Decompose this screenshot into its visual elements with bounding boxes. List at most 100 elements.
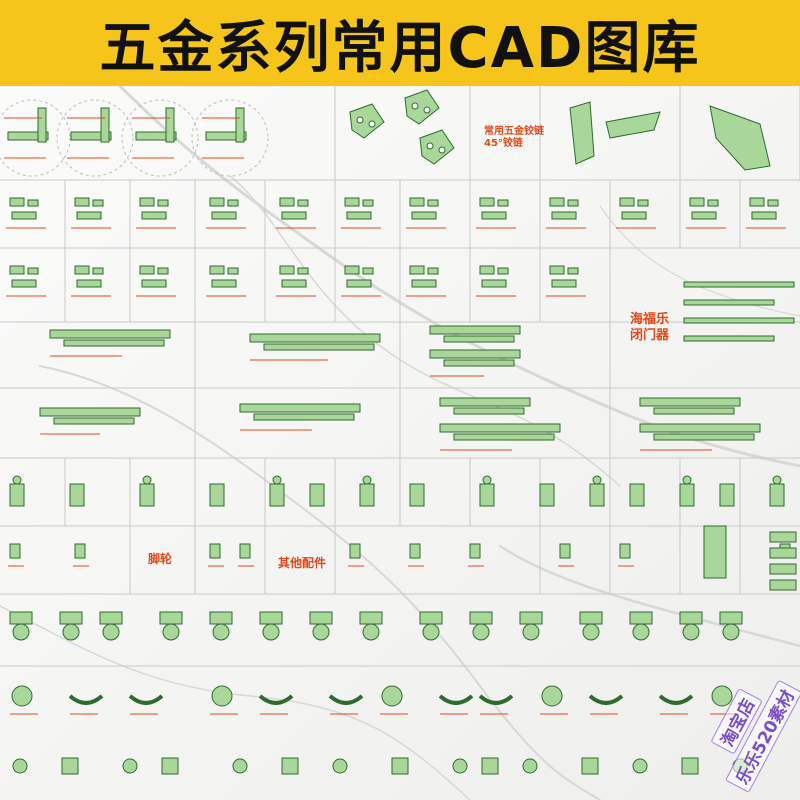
fitting bbox=[559, 543, 571, 559]
drawer-slide bbox=[53, 417, 135, 425]
small-hardware bbox=[297, 267, 309, 275]
drawer-slide bbox=[453, 407, 525, 415]
small-hardware bbox=[479, 197, 495, 207]
drawer-slide bbox=[39, 407, 141, 417]
screw-hole bbox=[368, 120, 376, 128]
small-hardware bbox=[11, 279, 37, 288]
caster-wheel bbox=[62, 623, 80, 641]
caster-wheel bbox=[682, 623, 700, 641]
caster-wheel bbox=[262, 623, 280, 641]
small-hardware bbox=[481, 279, 507, 288]
drawer-slide bbox=[429, 325, 521, 335]
drawer-slide bbox=[639, 397, 741, 407]
pull-handle bbox=[258, 694, 294, 705]
drawer-box bbox=[769, 579, 797, 591]
small-hardware bbox=[751, 211, 777, 220]
fitting bbox=[589, 483, 605, 507]
small-fitting bbox=[681, 757, 699, 775]
hinge-plate bbox=[70, 131, 112, 141]
angle-bracket bbox=[605, 111, 661, 139]
small-hardware bbox=[157, 199, 169, 207]
fitting bbox=[209, 483, 225, 507]
hinge-arm bbox=[165, 107, 175, 143]
caster-wheel bbox=[362, 623, 380, 641]
small-hardware bbox=[497, 267, 509, 275]
small-hardware bbox=[427, 199, 439, 207]
hinge-plate bbox=[205, 131, 247, 141]
detail-circle bbox=[0, 99, 71, 177]
panel-part bbox=[703, 525, 727, 579]
door-closer-bar bbox=[683, 317, 795, 324]
caster-wheel bbox=[472, 623, 490, 641]
small-hardware bbox=[9, 265, 25, 275]
small-hardware bbox=[141, 211, 167, 220]
small-hardware bbox=[549, 265, 565, 275]
pull-handle bbox=[128, 694, 164, 705]
hinge-arm bbox=[235, 107, 245, 143]
fitting-knob bbox=[482, 475, 492, 485]
drawer-slide bbox=[253, 413, 355, 421]
small-hardware bbox=[92, 267, 104, 275]
caster-mount bbox=[719, 611, 743, 625]
knob-handle bbox=[11, 685, 33, 707]
caster-wheel bbox=[162, 623, 180, 641]
small-hardware bbox=[619, 197, 635, 207]
small-knob bbox=[452, 758, 468, 774]
cad-drawing-sheet: 常用五金铰链 45°铰链 海福乐 闭门器 脚轮 其他配件 淘宝店 乐乐520素材 bbox=[0, 86, 800, 800]
small-knob bbox=[632, 758, 648, 774]
small-hardware bbox=[76, 279, 102, 288]
pull-handle bbox=[588, 694, 624, 705]
small-hardware bbox=[74, 265, 90, 275]
label-feet: 脚轮 bbox=[148, 552, 173, 566]
small-hardware bbox=[551, 211, 577, 220]
small-hardware bbox=[427, 267, 439, 275]
fitting bbox=[629, 483, 645, 507]
small-hardware bbox=[211, 211, 237, 220]
small-hardware bbox=[227, 267, 239, 275]
drawer-slide bbox=[443, 359, 515, 367]
hinge-part bbox=[349, 103, 385, 139]
small-hardware bbox=[411, 279, 437, 288]
small-fitting bbox=[581, 757, 599, 775]
fitting-knob bbox=[142, 475, 152, 485]
small-hardware bbox=[76, 211, 102, 220]
caster-mount bbox=[59, 611, 83, 625]
small-hardware bbox=[279, 265, 295, 275]
caster-mount bbox=[359, 611, 383, 625]
caster-wheel bbox=[312, 623, 330, 641]
small-hardware bbox=[689, 197, 705, 207]
fitting bbox=[359, 483, 375, 507]
small-hardware bbox=[409, 197, 425, 207]
door-closer-bar bbox=[683, 335, 775, 342]
fitting bbox=[9, 483, 25, 507]
small-hardware bbox=[344, 265, 360, 275]
small-hardware bbox=[411, 211, 437, 220]
pull-handle bbox=[68, 694, 104, 705]
angle-bracket bbox=[569, 101, 595, 165]
drawer-box bbox=[769, 531, 797, 543]
caster-mount bbox=[679, 611, 703, 625]
drawer-box bbox=[769, 547, 797, 559]
small-fitting bbox=[61, 757, 79, 775]
small-hardware bbox=[346, 279, 372, 288]
fitting-knob bbox=[272, 475, 282, 485]
small-hardware bbox=[281, 211, 307, 220]
label-door-closer: 海福乐 闭门器 bbox=[630, 312, 670, 343]
small-hardware bbox=[209, 265, 225, 275]
drawer-slide bbox=[63, 339, 165, 347]
pull-handle bbox=[478, 694, 514, 705]
detail-circle bbox=[121, 99, 199, 177]
fitting-knob bbox=[362, 475, 372, 485]
cell-grid bbox=[0, 86, 800, 667]
fitting bbox=[679, 483, 695, 507]
fitting-knob bbox=[772, 475, 782, 485]
screw-hole bbox=[438, 146, 446, 154]
fitting bbox=[269, 483, 285, 507]
small-knob bbox=[332, 758, 348, 774]
small-hardware bbox=[92, 199, 104, 207]
small-hardware bbox=[497, 199, 509, 207]
fitting bbox=[409, 483, 425, 507]
detail-circle bbox=[191, 99, 269, 177]
detail-circle bbox=[56, 99, 134, 177]
fitting bbox=[309, 483, 325, 507]
